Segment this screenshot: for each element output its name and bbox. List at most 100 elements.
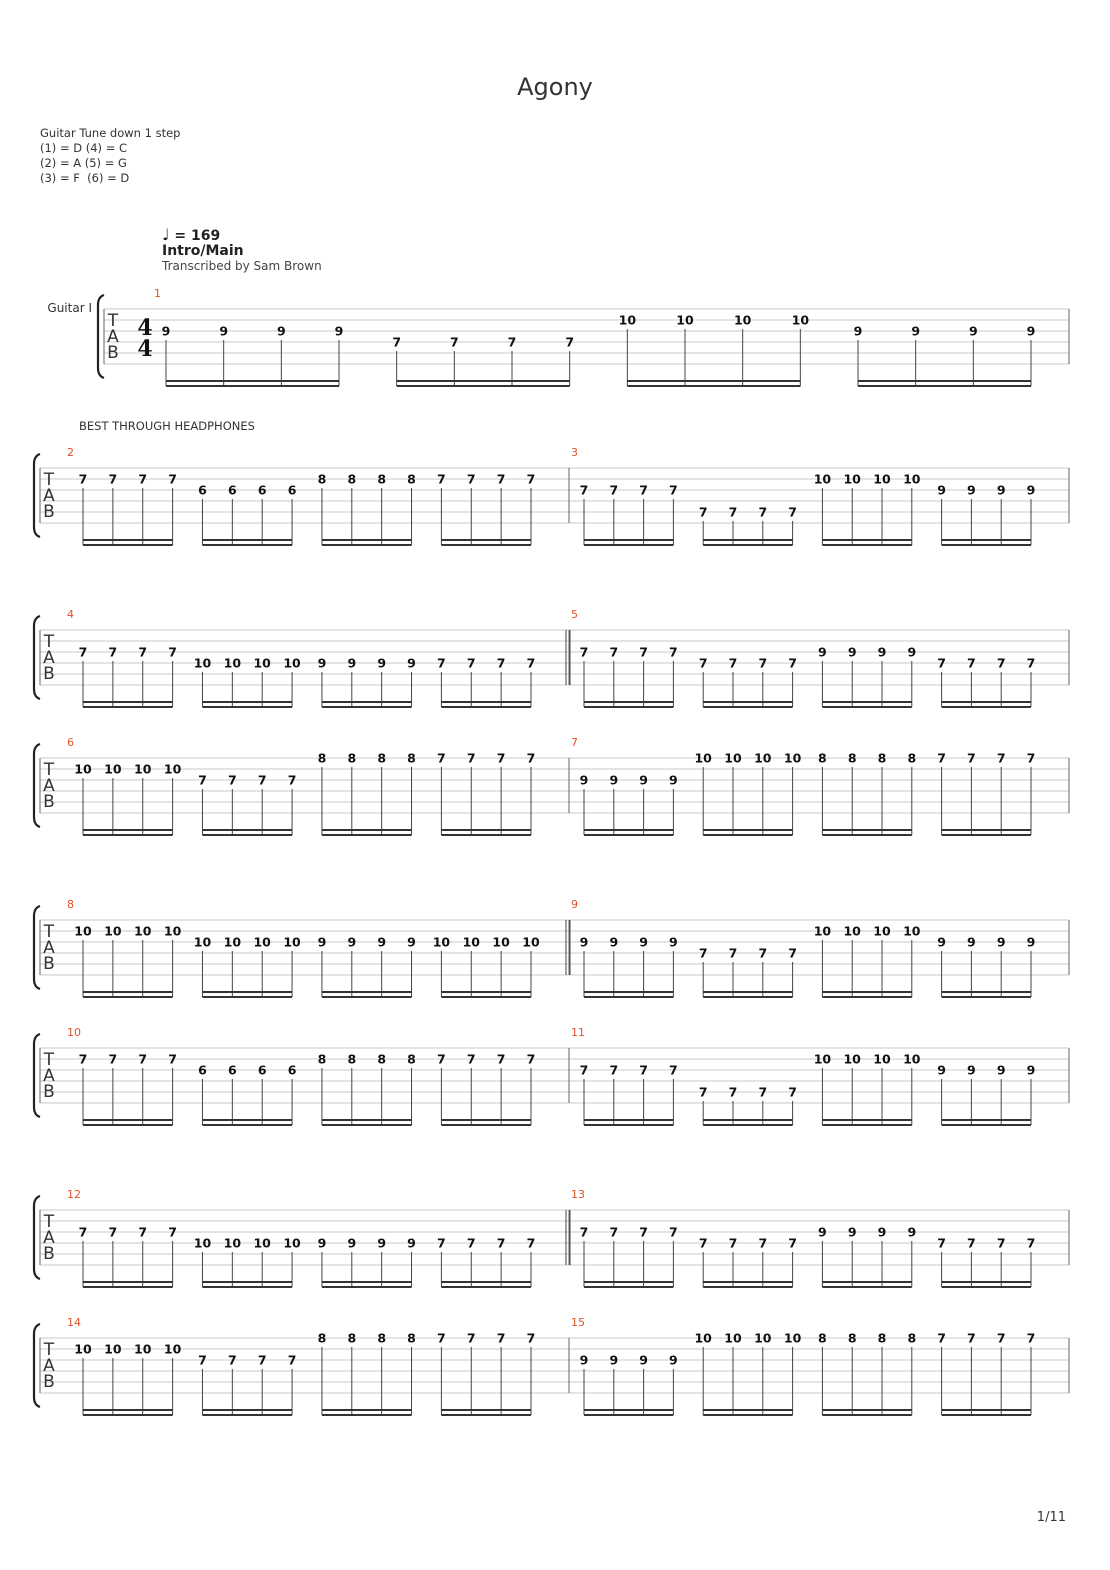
tab-clef-letter: T (43, 1050, 55, 1070)
measure-number: 10 (67, 1026, 81, 1039)
fret-number: 6 (288, 483, 297, 498)
tuning-line: (3) = F (6) = D (40, 171, 130, 185)
fret-number: 9 (347, 1236, 356, 1251)
fret-number: 7 (437, 472, 446, 487)
fret-number: 7 (138, 1052, 147, 1067)
system-bracket (32, 742, 41, 829)
fret-number: 7 (467, 1052, 476, 1067)
tempo-value: = 169 (174, 228, 221, 244)
fret-number: 8 (407, 751, 416, 766)
fret-number: 7 (168, 1052, 177, 1067)
tuning-line: (1) = D (4) = C (40, 141, 128, 155)
fret-number: 7 (1027, 656, 1036, 671)
fret-number: 10 (814, 472, 832, 487)
tab-clef-letter: T (107, 311, 119, 331)
fret-number: 8 (377, 751, 386, 766)
fret-number: 9 (162, 324, 171, 339)
fret-number: 10 (164, 762, 182, 777)
fret-number: 9 (669, 1353, 678, 1368)
fret-number: 6 (198, 483, 207, 498)
fret-number: 10 (74, 1342, 92, 1357)
fret-number: 9 (1027, 483, 1036, 498)
fret-number: 7 (258, 773, 267, 788)
fret-number: 7 (580, 1063, 589, 1078)
fret-number: 9 (377, 935, 386, 950)
tab-clef-letter: T (43, 1340, 55, 1360)
tab-clef-letter: B (43, 1082, 55, 1102)
instrument-name: Guitar I (47, 301, 92, 315)
fret-number: 7 (1027, 1236, 1036, 1251)
fret-number: 9 (997, 1063, 1006, 1078)
fret-number: 8 (318, 1052, 327, 1067)
fret-number: 10 (253, 935, 271, 950)
fret-number: 7 (967, 656, 976, 671)
fret-number: 7 (967, 1331, 976, 1346)
fret-number: 9 (407, 935, 416, 950)
fret-number: 10 (194, 1236, 212, 1251)
fret-number: 7 (639, 645, 648, 660)
fret-number: 9 (907, 1225, 916, 1240)
fret-number: 7 (758, 1085, 767, 1100)
fret-number: 7 (109, 645, 118, 660)
fret-number: 6 (258, 483, 267, 498)
fret-number: 7 (508, 335, 517, 350)
measure-number: 11 (571, 1026, 585, 1039)
fret-number: 10 (104, 1342, 122, 1357)
fret-number: 10 (903, 472, 921, 487)
fret-number: 7 (109, 1225, 118, 1240)
system-bracket (32, 1032, 41, 1119)
time-signature-bottom: 4 (137, 336, 152, 362)
tab-clef-letter: A (43, 1066, 55, 1086)
tab-clef-letter: T (43, 470, 55, 490)
fret-number: 7 (527, 1236, 536, 1251)
fret-number: 8 (878, 1331, 887, 1346)
fret-number: 7 (699, 946, 708, 961)
fret-number: 10 (164, 924, 182, 939)
system-bracket (32, 452, 41, 539)
fret-number: 9 (609, 935, 618, 950)
fret-number: 10 (843, 472, 861, 487)
tab-clef-letter: A (43, 938, 55, 958)
system-bracket (96, 293, 105, 380)
fret-number: 7 (467, 751, 476, 766)
system-bracket (32, 904, 41, 991)
tab-clef-letter: B (43, 792, 55, 812)
fret-number: 8 (347, 472, 356, 487)
fret-number: 9 (580, 1353, 589, 1368)
fret-number: 7 (669, 1225, 678, 1240)
fret-number: 9 (318, 656, 327, 671)
fret-number: 7 (609, 645, 618, 660)
fret-number: 8 (377, 1052, 386, 1067)
fret-number: 8 (878, 751, 887, 766)
fret-number: 10 (843, 1052, 861, 1067)
fret-number: 8 (377, 1331, 386, 1346)
fret-number: 7 (729, 1085, 738, 1100)
fret-number: 7 (729, 946, 738, 961)
transcriber-credit: Transcribed by Sam Brown (162, 259, 322, 273)
fret-number: 9 (580, 773, 589, 788)
fret-number: 7 (788, 1236, 797, 1251)
fret-number: 7 (639, 1225, 648, 1240)
fret-number: 7 (258, 1353, 267, 1368)
fret-number: 8 (347, 1331, 356, 1346)
fret-number: 8 (318, 1331, 327, 1346)
fret-number: 10 (104, 924, 122, 939)
fret-number: 9 (997, 935, 1006, 950)
song-title: Agony (517, 73, 593, 101)
fret-number: 10 (814, 1052, 832, 1067)
fret-number: 7 (527, 656, 536, 671)
fret-number: 10 (433, 935, 451, 950)
fret-number: 10 (134, 762, 152, 777)
fret-number: 7 (228, 1353, 237, 1368)
fret-number: 8 (407, 1331, 416, 1346)
fret-number: 7 (168, 645, 177, 660)
fret-number: 9 (347, 656, 356, 671)
fret-number: 9 (1027, 935, 1036, 950)
tuning-info: Guitar Tune down 1 step (1) = D (4) = C … (40, 126, 180, 186)
fret-number: 9 (907, 645, 916, 660)
fret-number: 10 (253, 656, 271, 671)
fret-number: 7 (937, 1331, 946, 1346)
fret-number: 7 (967, 751, 976, 766)
fret-number: 6 (288, 1063, 297, 1078)
fret-number: 10 (224, 935, 242, 950)
